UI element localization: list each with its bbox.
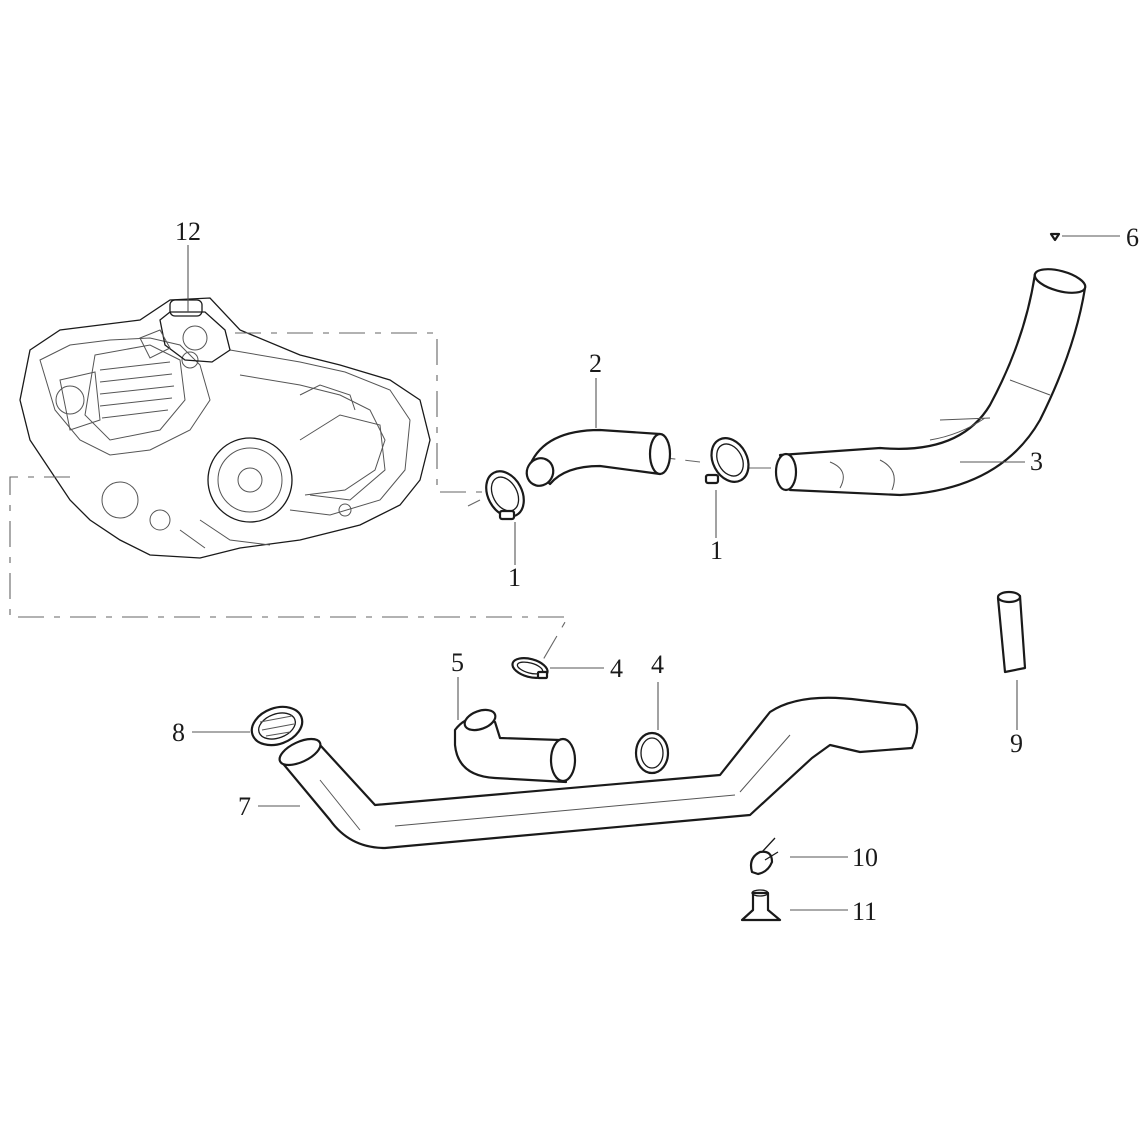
- vent-cap: [1049, 232, 1061, 242]
- callout-4-sleeve: 4: [651, 650, 664, 679]
- callout-numbers: 12 2 3 6 1 1 4 4 5 8 7 9 10 11: [172, 217, 1139, 926]
- callout-4-clamp: 4: [610, 654, 623, 683]
- routing-lines: [9, 332, 778, 746]
- callout-10: 10: [852, 843, 878, 872]
- short-elbow-hose: [453, 708, 577, 784]
- callout-leaders: [187, 235, 1120, 911]
- spring-clip: [749, 837, 779, 876]
- hose-clamp-left: [485, 470, 525, 521]
- callout-11: 11: [852, 897, 877, 926]
- funnel-fitting: [740, 889, 782, 922]
- callout-5: 5: [451, 648, 464, 677]
- breather-pipe: [996, 590, 1027, 674]
- callout-1-right: 1: [710, 536, 723, 565]
- rubber-sleeve: [634, 731, 670, 775]
- callout-7: 7: [238, 792, 251, 821]
- callout-8: 8: [172, 718, 185, 747]
- long-intake-tube: [278, 696, 919, 850]
- callout-9: 9: [1010, 729, 1023, 758]
- hose-clamp-right: [704, 437, 750, 485]
- hose-clamp-small: [511, 657, 549, 680]
- curved-air-duct: [774, 268, 1087, 497]
- callout-12: 12: [175, 217, 201, 246]
- callout-3: 3: [1030, 447, 1043, 476]
- mesh-filter-cap: [250, 705, 304, 747]
- callout-2: 2: [589, 349, 602, 378]
- callout-1-left: 1: [508, 563, 521, 592]
- elbow-hose: [525, 428, 672, 487]
- callout-6: 6: [1126, 223, 1139, 252]
- engine-assembly: [19, 297, 431, 559]
